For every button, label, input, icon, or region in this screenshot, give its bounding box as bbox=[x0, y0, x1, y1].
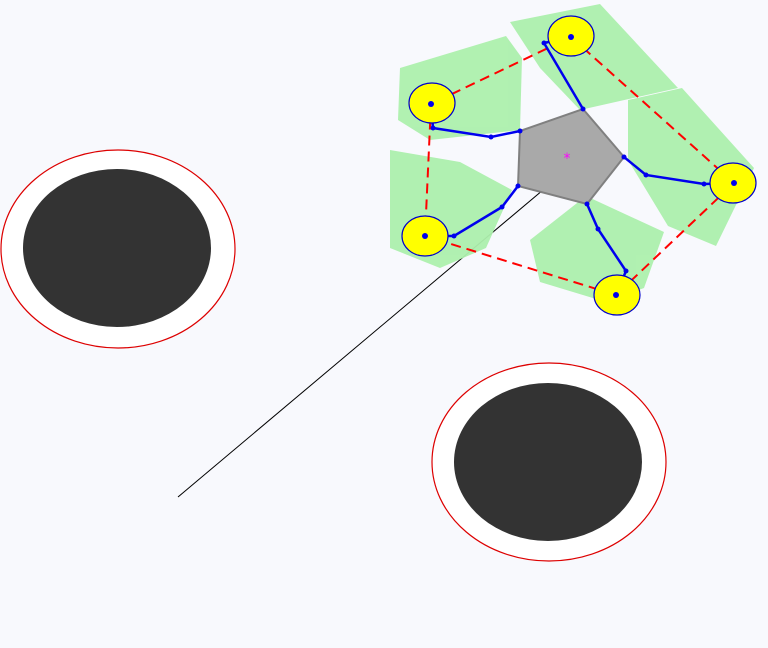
joint bbox=[488, 134, 494, 140]
hole-right bbox=[431, 362, 667, 562]
joint bbox=[515, 183, 521, 189]
joint bbox=[499, 204, 505, 210]
foot-5 bbox=[408, 82, 456, 124]
joint bbox=[701, 181, 707, 187]
foot-2 bbox=[709, 162, 757, 204]
hole-right-pit bbox=[454, 383, 642, 541]
foot-3 bbox=[593, 274, 641, 316]
robot-body bbox=[516, 107, 626, 206]
leg-joints bbox=[430, 40, 707, 274]
foot-contact-point bbox=[428, 101, 434, 107]
foot-contact-point bbox=[568, 34, 574, 40]
foot-1 bbox=[547, 15, 595, 57]
support-polygon bbox=[423, 35, 736, 297]
joint bbox=[580, 106, 586, 112]
foot-contact-point bbox=[731, 180, 737, 186]
joint bbox=[517, 128, 523, 134]
foot-contact-point bbox=[613, 292, 619, 298]
hole-left bbox=[0, 149, 236, 349]
joint bbox=[430, 125, 436, 131]
center-of-mass-marker: * bbox=[564, 151, 571, 167]
joint bbox=[451, 233, 457, 239]
joint bbox=[584, 201, 590, 207]
reach-region-5 bbox=[530, 196, 664, 302]
joint bbox=[643, 172, 649, 178]
reach-region-3 bbox=[628, 88, 754, 246]
heading-line bbox=[177, 173, 563, 498]
leg-reach-regions bbox=[390, 4, 754, 302]
joint bbox=[621, 154, 627, 160]
foot-4 bbox=[401, 215, 449, 257]
robot-feet bbox=[401, 15, 757, 316]
hole-left-pit bbox=[23, 169, 211, 327]
foot-contact-point bbox=[422, 233, 428, 239]
joint bbox=[623, 268, 629, 274]
joint bbox=[595, 226, 601, 232]
joint bbox=[541, 40, 547, 46]
